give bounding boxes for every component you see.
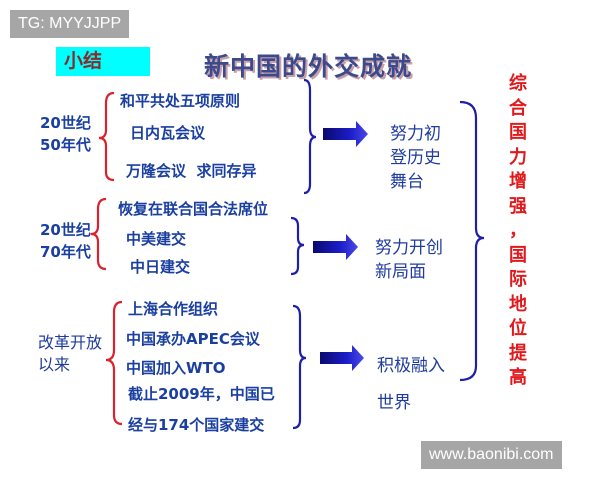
- result-label-2: 努力开创 新局面: [375, 238, 443, 282]
- era-label-reform: 改革开放 以来: [38, 333, 103, 374]
- conclusion-text: 综 合 国 力 增 强 ， 国 际 地 位 提 高: [509, 73, 527, 388]
- watermark-bottom-right: www.baonibi.com: [421, 441, 562, 469]
- result-label-3: 积极融入 世界: [377, 356, 445, 413]
- era-label-1950s: 20世纪 50年代: [40, 114, 91, 154]
- era-label-1970s: 20世纪 70年代: [40, 221, 91, 261]
- event-item: 和平共处五项原则: [120, 92, 241, 110]
- event-item: 中国加入WTO: [126, 359, 226, 377]
- event-item: 万隆会议 求同存异: [126, 162, 257, 180]
- event-item: 恢复在联合国合法席位: [118, 200, 269, 218]
- event-item: 截止2009年，中国已: [128, 385, 275, 403]
- event-item: 中日建交: [130, 258, 191, 276]
- page-title: 新中国的外交成就: [204, 52, 413, 81]
- event-item: 日内瓦会议: [130, 124, 206, 142]
- event-item: 经与174个国家建交: [128, 416, 265, 434]
- summary-tag: 小结: [56, 47, 150, 76]
- event-item: 中美建交: [126, 230, 187, 248]
- event-item: 上海合作组织: [128, 300, 219, 318]
- watermark-top-left: TG: MYYJJPP: [10, 10, 130, 38]
- blue-brace-icon: [290, 78, 485, 430]
- result-label-1: 努力初 登历史 舞台: [390, 124, 441, 192]
- red-brace-icon: [90, 91, 123, 426]
- event-item: 中国承办APEC会议: [126, 330, 260, 348]
- arrow-icon: [313, 121, 368, 371]
